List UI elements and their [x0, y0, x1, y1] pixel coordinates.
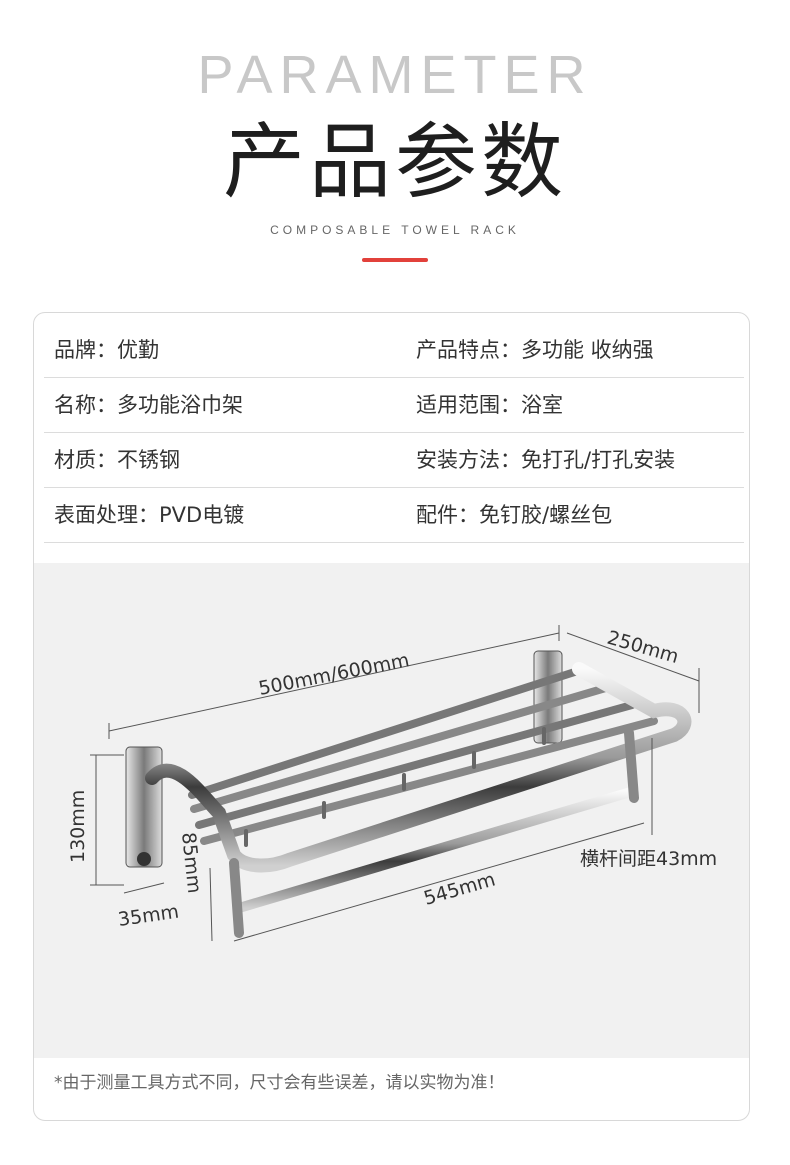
- parameter-card: 品牌：优勤 产品特点：多功能 收纳强 名称：多功能浴巾架 适用范围：浴室 材质：…: [33, 312, 750, 1121]
- dim-depth: 250mm: [605, 627, 682, 668]
- spec-material: 材质：不锈钢: [54, 448, 180, 472]
- spec-install: 安装方法：免打孔/打孔安装: [416, 448, 676, 472]
- dim-length-bottom: 545mm: [421, 868, 498, 909]
- spec-row: 名称：多功能浴巾架 适用范围：浴室: [44, 378, 744, 433]
- spec-scope: 适用范围：浴室: [416, 393, 563, 417]
- spec-brand: 品牌：优勤: [54, 338, 159, 362]
- english-title: PARAMETER: [197, 45, 593, 105]
- towel-rack-illustration: 500mm/600mm 250mm 130mm 35mm 85mm 545mm …: [67, 625, 717, 942]
- footnote: *由于测量工具方式不同，尺寸会有些误差，请以实物为准！: [54, 1073, 505, 1093]
- spec-feature: 产品特点：多功能 收纳强: [416, 338, 654, 362]
- dim-bar-spacing: 横杆间距43mm: [580, 848, 717, 870]
- spec-row: 材质：不锈钢 安装方法：免打孔/打孔安装: [44, 433, 744, 488]
- dim-height: 130mm: [67, 790, 89, 863]
- header: PARAMETER 产品参数 COMPOSABLE TOWEL RACK: [0, 0, 790, 300]
- spec-surface: 表面处理：PVD电镀: [54, 503, 245, 527]
- spec-table: 品牌：优勤 产品特点：多功能 收纳强 名称：多功能浴巾架 适用范围：浴室 材质：…: [44, 323, 744, 543]
- subtitle: COMPOSABLE TOWEL RACK: [270, 223, 520, 237]
- spec-row: 表面处理：PVD电镀 配件：免钉胶/螺丝包: [44, 488, 744, 543]
- spec-row: 品牌：优勤 产品特点：多功能 收纳强: [44, 323, 744, 378]
- dimension-diagram: 500mm/600mm 250mm 130mm 35mm 85mm 545mm …: [34, 563, 749, 1058]
- spec-accessory: 配件：免钉胶/螺丝包: [416, 503, 613, 527]
- spec-name: 名称：多功能浴巾架: [54, 393, 243, 417]
- rack-rails: [145, 662, 692, 938]
- page-title: 产品参数: [222, 115, 567, 210]
- dim-length-top: 500mm/600mm: [257, 649, 411, 700]
- wall-plate-left: [125, 746, 163, 868]
- dim-base-depth: 35mm: [117, 901, 181, 931]
- dimension-lines: [90, 625, 700, 942]
- accent-divider: [362, 258, 428, 262]
